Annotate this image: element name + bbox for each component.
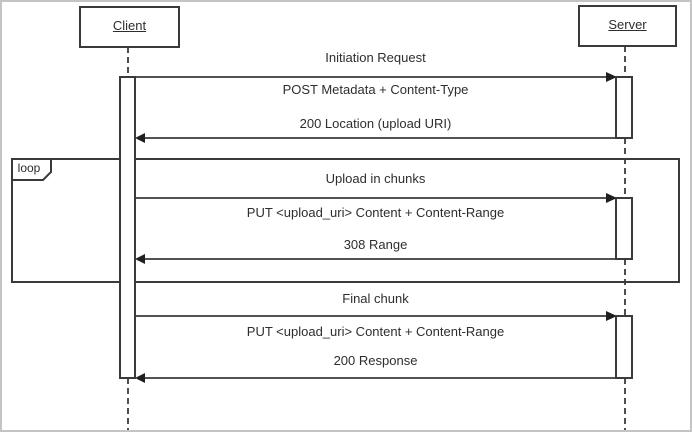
- message-title-2: Upload in chunks: [325, 171, 426, 186]
- server-activation-bar-2: [615, 197, 633, 260]
- return-arrowhead-3: [135, 373, 145, 383]
- server-activation-bar-3: [615, 315, 633, 379]
- return-arrowhead-1: [135, 133, 145, 143]
- server-actor-box: [578, 5, 677, 47]
- client-actor-box: [79, 6, 180, 48]
- request-label-3: PUT <upload_uri> Content + Content-Range: [246, 324, 505, 339]
- message-title-3: Final chunk: [342, 291, 409, 306]
- loop-fragment-label-pentagon: [11, 158, 52, 181]
- response-label-1: 200 Location (upload URI): [299, 116, 452, 131]
- request-arrowhead-1: [606, 72, 617, 82]
- client-actor-label: Client: [112, 18, 147, 33]
- message-title-1: Initiation Request: [325, 50, 426, 65]
- client-activation-bar: [119, 76, 136, 379]
- server-activation-bar-1: [615, 76, 633, 139]
- response-label-3: 200 Response: [333, 353, 418, 368]
- loop-fragment-frame: [11, 158, 680, 283]
- return-arrowhead-2: [135, 254, 145, 264]
- request-arrowhead-3: [606, 311, 617, 321]
- request-label-2: PUT <upload_uri> Content + Content-Range: [246, 205, 505, 220]
- server-actor-label: Server: [608, 17, 647, 32]
- request-label-1: POST Metadata + Content-Type: [282, 82, 469, 97]
- loop-fragment-label: loop: [17, 161, 41, 175]
- request-arrowhead-2: [606, 193, 617, 203]
- response-label-2: 308 Range: [343, 237, 408, 252]
